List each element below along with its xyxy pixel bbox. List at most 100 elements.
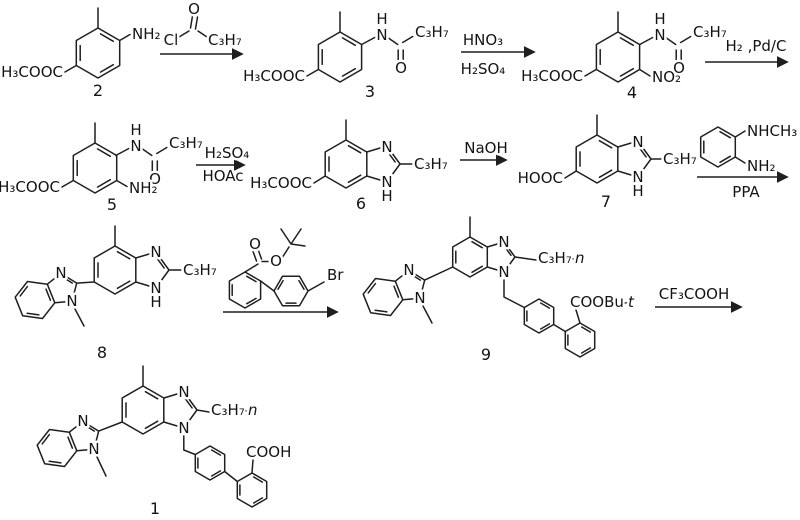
propyl-label: C₃H₇	[169, 134, 203, 152]
amide-n-label: N	[130, 137, 141, 155]
step-deprotection: CF₃COOH	[655, 283, 743, 313]
oxygen-label: O	[188, 0, 200, 18]
reagent-above: CF₃COOH	[659, 285, 729, 303]
bonds	[244, 228, 325, 292]
reagent-above: H₂ ,Pd/C	[726, 37, 787, 55]
bonds	[74, 225, 182, 327]
bonds	[64, 7, 131, 73]
ester-suffix-label: t	[628, 293, 635, 311]
amine-label: NH₂	[132, 25, 161, 43]
reagent-above: H₂SO₄	[205, 144, 250, 162]
n-label-3: N	[178, 383, 189, 401]
methylamine-label: NHCH₃	[747, 122, 797, 140]
imidazole-n-top: N	[381, 138, 392, 156]
amide-h-label: H	[654, 10, 665, 28]
n-label-2: N	[66, 292, 77, 310]
ester-label: H₃COOC	[250, 174, 312, 192]
reagent-below: HOAc	[202, 167, 243, 185]
step-hydrolysis: NaOH	[460, 137, 510, 166]
compound-3: N H O C₃H₇ H₃COOC 3	[241, 8, 452, 102]
reagent-butyryl-chloride: Cl O C₃H₇	[161, 0, 244, 52]
n-label-2: N	[414, 289, 425, 307]
bromine-label: Br	[327, 266, 344, 284]
compound-number: 1	[150, 499, 160, 518]
benzene-ring-left	[14, 280, 56, 320]
nh-h-label: H	[381, 187, 392, 205]
bonds	[61, 122, 168, 188]
bonds	[584, 11, 692, 77]
compound-number: 5	[107, 195, 117, 214]
benzene-ring-central	[451, 236, 489, 278]
n-label-3: N	[150, 243, 161, 261]
bonds	[306, 11, 414, 77]
propyl-label: C₃H₇	[663, 150, 697, 168]
compound-2: NH₂ H₃COOC 2	[0, 7, 163, 100]
benzene-ring-central	[121, 385, 165, 435]
compound-number: 2	[93, 81, 103, 100]
carbonyl-o-label: O	[149, 170, 161, 188]
benzene-ring	[324, 139, 368, 189]
benzene-ring	[699, 126, 737, 168]
benzene-ring	[317, 31, 363, 83]
propyl-suffix-label: n	[575, 249, 585, 267]
propyl-suffix-label: n	[248, 401, 258, 419]
compound-4: N H O C₃H₇ NO₂ H₃COOC 4	[519, 8, 730, 103]
compound-5: N H O C₃H₇ NH₂ H₃COOC 5	[0, 119, 205, 215]
propyl-label: C₃H₇	[414, 155, 448, 173]
acid-label: HOOC	[518, 169, 563, 187]
reagent-below: PPA	[732, 183, 760, 201]
compound-number: 8	[97, 343, 107, 362]
propyl-label: C₃H₇	[415, 23, 449, 41]
carbonyl-o-label: O	[249, 235, 261, 253]
compound-6: N N H C₃H₇ H₃COOC 6	[248, 119, 450, 213]
amine-label: NH₂	[129, 179, 158, 197]
compound-9: N N N N C₃H₇- n COOBu- t 9	[362, 216, 638, 364]
propyl-label: C₃H₇-	[211, 401, 250, 419]
carbonyl-o-label: O	[673, 59, 685, 77]
acid-label: COOH	[246, 443, 291, 461]
n-label-1: N	[77, 412, 88, 430]
bonds	[734, 130, 746, 164]
ester-label: H₃COOC	[1, 63, 63, 81]
ester-label: H₃COOC	[521, 67, 583, 85]
nh-h-label: H	[150, 293, 161, 311]
reagent-diamine: NHCH₃ NH₂	[699, 120, 800, 178]
n-label-1: N	[55, 264, 66, 282]
reagent-below: H₂SO₄	[461, 60, 506, 78]
biphenyl-ring-1	[523, 298, 555, 334]
n-label-3: N	[498, 233, 509, 251]
benzene-ring	[575, 134, 619, 184]
ester-o-label: O	[270, 252, 282, 270]
n-label-4: N	[178, 419, 189, 437]
n-label-4: N	[498, 263, 509, 281]
amide-n-label: N	[376, 26, 387, 44]
amine-label: NH₂	[747, 157, 776, 175]
propyl-label: C₃H₇	[208, 31, 242, 49]
propyl-label: C₃H₇	[693, 23, 727, 41]
compound-7: N N H C₃H₇ HOOC 7	[515, 114, 699, 211]
imidazole-n-bottom: N	[381, 173, 392, 191]
n-label-4: N	[150, 279, 161, 297]
nitro-label: NO₂	[652, 68, 681, 86]
benzene-ring	[595, 31, 641, 83]
amide-h-label: H	[376, 10, 387, 28]
n-label-1: N	[403, 261, 414, 279]
n-label-2: N	[88, 440, 99, 458]
benzene-ring-2	[273, 275, 309, 307]
step-amidation: PPA	[697, 171, 789, 204]
compound-number: 9	[481, 345, 491, 364]
benzene-ring-left	[36, 428, 78, 468]
imidazole-n-top: N	[632, 133, 643, 151]
compound-8: N N N N H C₃H₇ 8	[14, 225, 219, 362]
step-cyclization: H₂SO₄ HOAc	[196, 142, 252, 188]
reagent-bromide: O O Br	[228, 228, 347, 309]
biphenyl-ring-2	[564, 322, 596, 358]
benzene-ring-1	[228, 271, 262, 309]
compound-number: 3	[365, 82, 375, 101]
carbonyl-o-label: O	[395, 59, 407, 77]
amide-h-label: H	[130, 121, 141, 139]
biphenyl-ring-1	[194, 445, 226, 481]
compound-number: 7	[601, 192, 611, 211]
